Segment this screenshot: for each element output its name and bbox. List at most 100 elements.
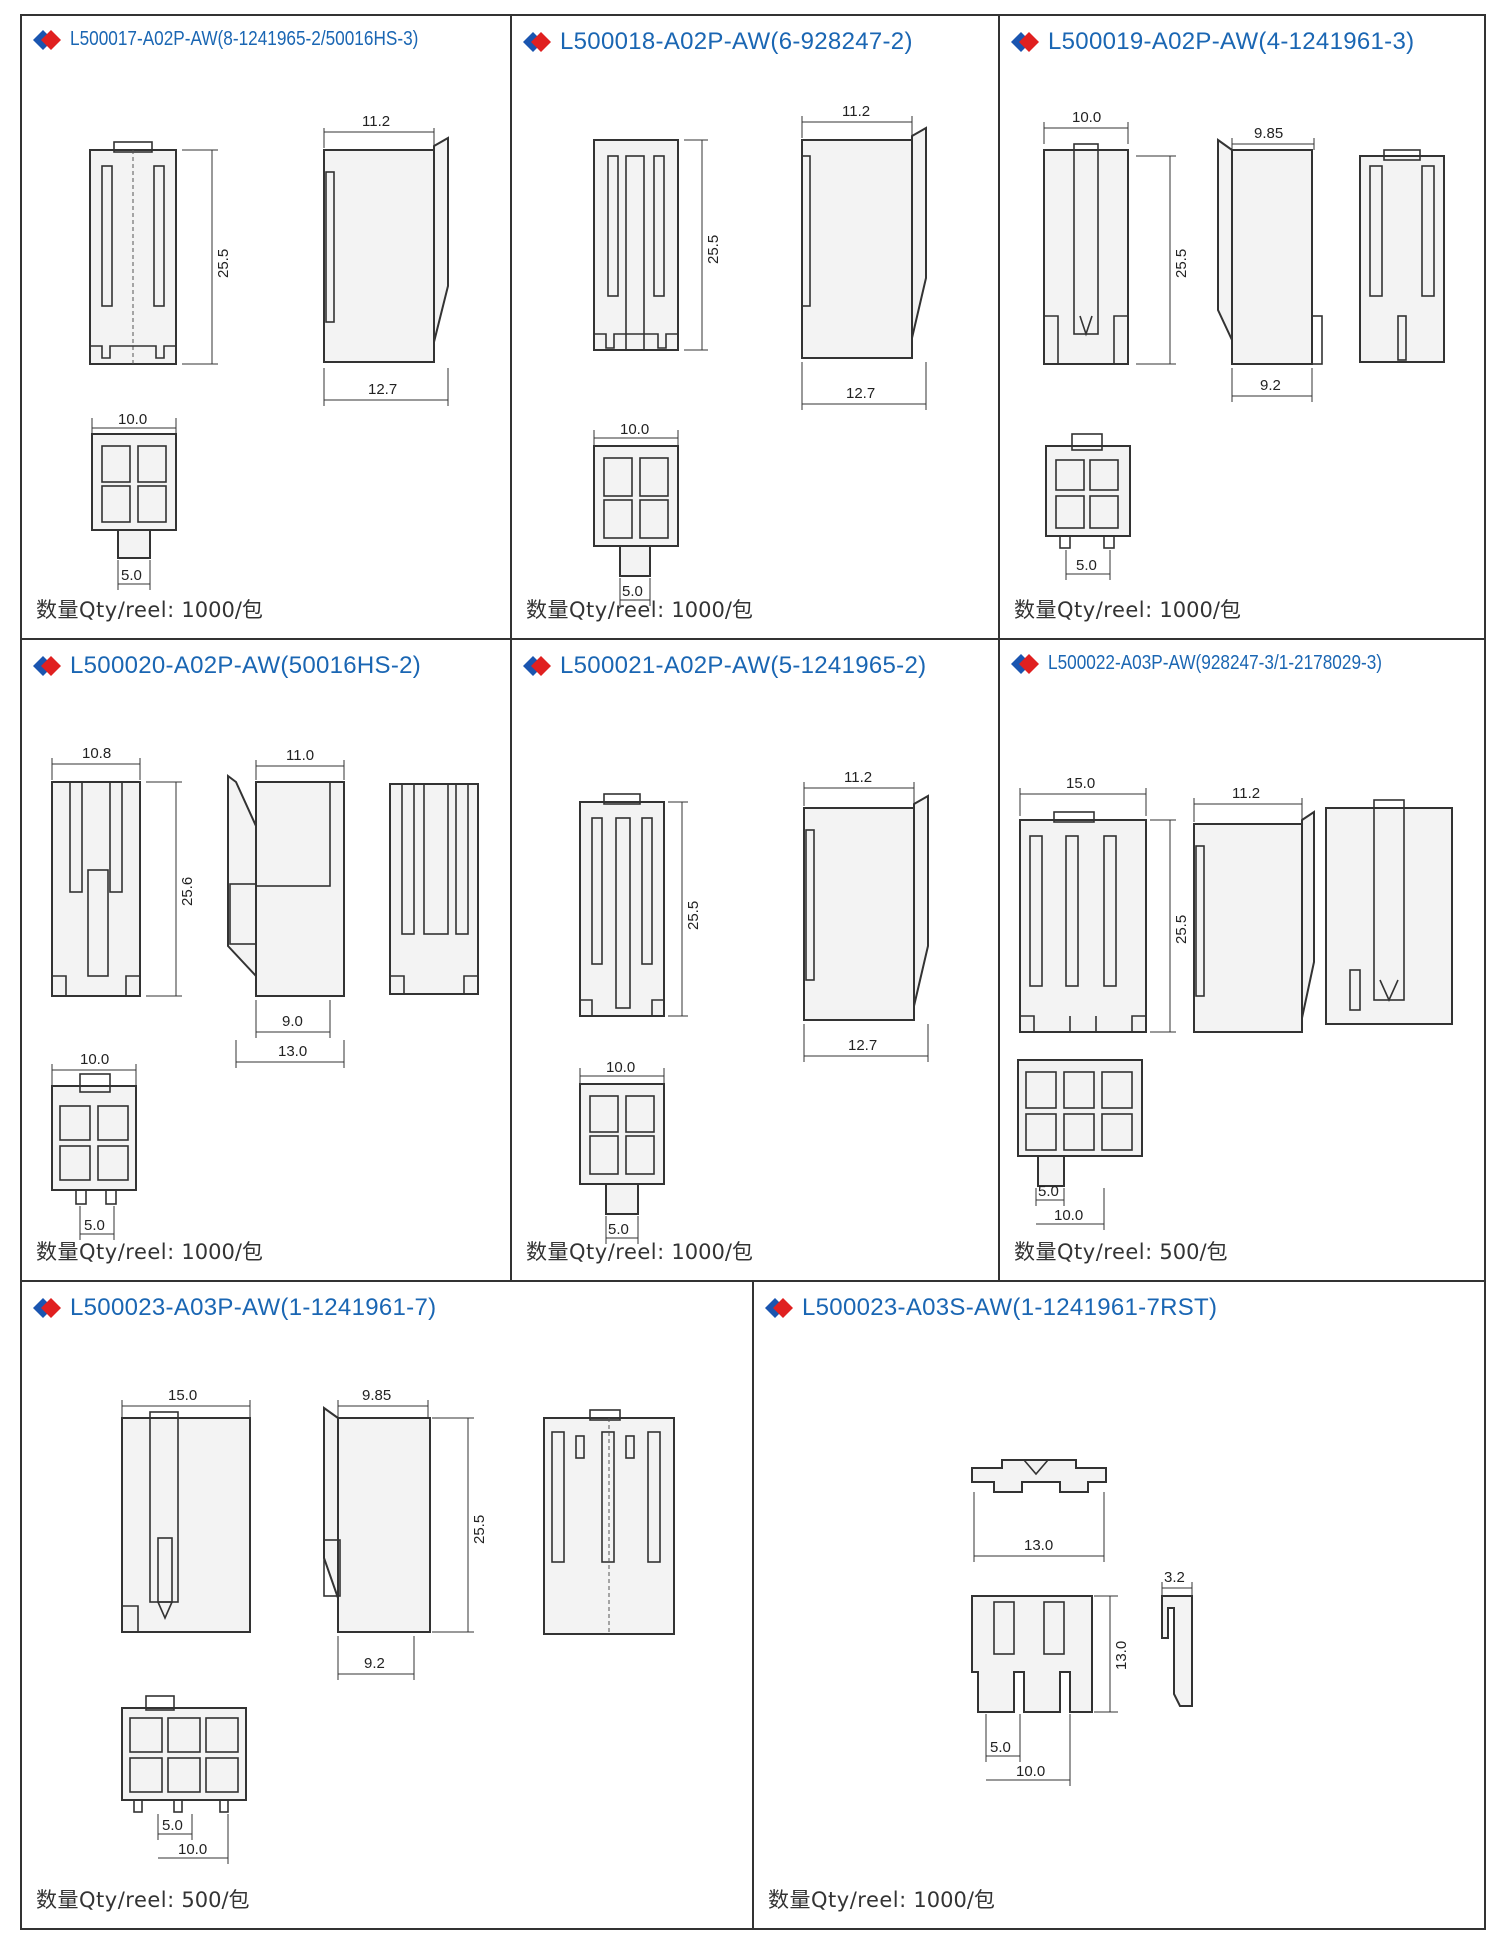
- product-title: L500022-A03P-AW(928247-3/1-2178029-3): [1010, 652, 1436, 675]
- product-cell-L500023-A03S: L500023-A03S-AW(1-1241961-7RST) 13.0 3.2…: [754, 1282, 1484, 1928]
- product-part-number: L500018-A02P-AW(6-928247-2): [560, 28, 913, 55]
- qty-value: 1000/包: [671, 1240, 753, 1264]
- dim-pitch: 5.0: [162, 1817, 183, 1834]
- product-part-number: L500023-A03P-AW(1-1241961-7): [70, 1294, 437, 1321]
- dim-side-bottom: 9.2: [364, 1655, 385, 1672]
- dim-height: 25.5: [1173, 249, 1190, 278]
- qty-label: 数量Qty/reel:: [768, 1888, 907, 1912]
- qty-label: 数量Qty/reel:: [1014, 598, 1153, 622]
- product-part-number: L500023-A03S-AW(1-1241961-7RST): [802, 1294, 1218, 1321]
- dim-pitch: 5.0: [121, 567, 142, 584]
- product-cell-L500019: L500019-A02P-AW(4-1241961-3) 10.0 25.5 9…: [1000, 16, 1484, 640]
- dim-front-width: 15.0: [1066, 775, 1095, 792]
- dim-front-width: 10.8: [82, 745, 111, 762]
- red-blue-diamond-icon: [523, 32, 551, 52]
- dim-pitch: 5.0: [622, 583, 643, 600]
- dim-width-bottom: 12.7: [848, 1037, 877, 1054]
- dim-top-width: 13.0: [1024, 1537, 1053, 1554]
- dim-bottom-width: 10.0: [80, 1051, 109, 1068]
- product-cell-L500020: L500020-A02P-AW(50016HS-2) 10.8 25.6 11.…: [22, 640, 512, 1282]
- connector-drawing: 10.8 25.6 11.0 9.0 13.0 10.0 5.: [51, 745, 479, 1240]
- dim-pitch: 5.0: [84, 1217, 105, 1234]
- dim-width-top: 11.2: [842, 103, 870, 120]
- qty-label: 数量Qty/reel:: [36, 598, 175, 622]
- dim-side-width: 9.85: [362, 1387, 391, 1404]
- qty-value: 1000/包: [913, 1888, 995, 1912]
- dim-pitch: 5.0: [990, 1739, 1011, 1756]
- dim-height: 25.5: [1173, 915, 1190, 944]
- red-blue-diamond-icon: [33, 656, 61, 676]
- dim-front-width: 10.0: [1072, 109, 1101, 126]
- red-blue-diamond-icon: [1011, 653, 1039, 674]
- product-title: L500020-A02P-AW(50016HS-2): [32, 652, 421, 680]
- product-part-number: L500020-A02P-AW(50016HS-2): [70, 652, 422, 679]
- product-title: L500018-A02P-AW(6-928247-2): [522, 28, 913, 56]
- product-cell-L500023-A03P: L500023-A03P-AW(1-1241961-7) 15.0 9.85 2…: [22, 1282, 754, 1928]
- qty-per-reel: 数量Qty/reel: 1000/包: [1014, 594, 1241, 624]
- qty-label: 数量Qty/reel:: [526, 598, 665, 622]
- connector-drawing: 15.0 25.5 11.2 5.0 10.0: [1017, 775, 1453, 1230]
- dim-side-width: 11.2: [1232, 785, 1260, 802]
- product-cell-L500017: L500017-A02P-AW(8-1241965-2/50016HS-3) 2…: [22, 16, 512, 640]
- dim-height: 25.6: [179, 877, 196, 906]
- red-blue-diamond-icon: [33, 29, 61, 50]
- connector-drawing: 25.5 11.2 12.7 10.0 5.0: [89, 113, 449, 590]
- connector-drawing: 15.0 9.85 25.5 9.2 5.0 10.0: [121, 1387, 675, 1864]
- dim-height: 25.5: [471, 1515, 488, 1544]
- qty-per-reel: 数量Qty/reel: 1000/包: [36, 1236, 263, 1266]
- product-title: L500023-A03P-AW(1-1241961-7): [32, 1294, 436, 1322]
- dim-bottom-width: 10.0: [118, 411, 147, 428]
- dim-pitch-2: 10.0: [178, 1841, 207, 1858]
- qty-value: 500/包: [181, 1888, 250, 1912]
- qty-value: 500/包: [1159, 1240, 1228, 1264]
- dim-front-width: 15.0: [168, 1387, 197, 1404]
- qty-per-reel: 数量Qty/reel: 1000/包: [768, 1884, 995, 1914]
- qty-per-reel: 数量Qty/reel: 1000/包: [36, 594, 263, 624]
- red-blue-diamond-icon: [523, 656, 551, 676]
- qty-label: 数量Qty/reel:: [36, 1240, 175, 1264]
- dim-pitch: 5.0: [608, 1221, 629, 1238]
- product-title: L500019-A02P-AW(4-1241961-3): [1010, 28, 1414, 56]
- dim-width-top: 11.2: [362, 113, 390, 130]
- dim-height: 25.5: [685, 901, 702, 930]
- qty-value: 1000/包: [1159, 598, 1241, 622]
- product-part-number: L500017-A02P-AW(8-1241965-2/50016HS-3): [70, 28, 419, 50]
- dim-width-top: 11.2: [844, 769, 872, 786]
- dim-side-width: 9.85: [1254, 125, 1283, 142]
- qty-label: 数量Qty/reel:: [526, 1240, 665, 1264]
- qty-per-reel: 数量Qty/reel: 500/包: [1014, 1236, 1228, 1266]
- product-cell-L500018: L500018-A02P-AW(6-928247-2) 25.5 11.2 12…: [512, 16, 1000, 640]
- qty-label: 数量Qty/reel:: [1014, 1240, 1153, 1264]
- qty-value: 1000/包: [671, 598, 753, 622]
- dim-width-bottom: 12.7: [368, 381, 397, 398]
- product-part-number: L500019-A02P-AW(4-1241961-3): [1048, 28, 1415, 55]
- dim-pitch: 5.0: [1076, 557, 1097, 574]
- product-title: L500021-A02P-AW(5-1241965-2): [522, 652, 926, 680]
- dim-height: 13.0: [1113, 1641, 1130, 1670]
- qty-per-reel: 数量Qty/reel: 1000/包: [526, 1236, 753, 1266]
- connector-drawing: 10.0 25.5 9.85 9.2 5.0: [1043, 109, 1445, 580]
- dim-side-width: 11.0: [286, 747, 314, 764]
- qty-per-reel: 数量Qty/reel: 1000/包: [526, 594, 753, 624]
- red-blue-diamond-icon: [1011, 32, 1039, 52]
- product-part-number: L500021-A02P-AW(5-1241965-2): [560, 652, 927, 679]
- dim-height: 25.5: [705, 235, 722, 264]
- product-title: L500017-A02P-AW(8-1241965-2/50016HS-3): [32, 28, 475, 51]
- dim-pitch-2: 10.0: [1016, 1763, 1045, 1780]
- dim-side-bottom: 9.2: [1260, 377, 1281, 394]
- dim-side-bottom: 9.0: [282, 1013, 303, 1030]
- dim-bottom-width: 10.0: [606, 1059, 635, 1076]
- qty-value: 1000/包: [181, 1240, 263, 1264]
- dim-width-bottom: 12.7: [846, 385, 875, 402]
- product-cell-L500022: L500022-A03P-AW(928247-3/1-2178029-3) 15…: [1000, 640, 1484, 1282]
- product-part-number: L500022-A03P-AW(928247-3/1-2178029-3): [1048, 652, 1383, 674]
- dim-pitch: 5.0: [1038, 1183, 1059, 1200]
- dim-clip-width: 3.2: [1164, 1569, 1185, 1586]
- dim-pitch-2: 10.0: [1054, 1207, 1083, 1224]
- dim-bottom-width: 10.0: [620, 421, 649, 438]
- connector-drawing: 25.5 11.2 12.7 10.0 5.0: [593, 103, 927, 606]
- qty-per-reel: 数量Qty/reel: 500/包: [36, 1884, 250, 1914]
- qty-value: 1000/包: [181, 598, 263, 622]
- connector-drawing: 13.0 3.2 13.0 5.0 10.0: [971, 1459, 1193, 1786]
- dim-side-total: 13.0: [278, 1043, 307, 1060]
